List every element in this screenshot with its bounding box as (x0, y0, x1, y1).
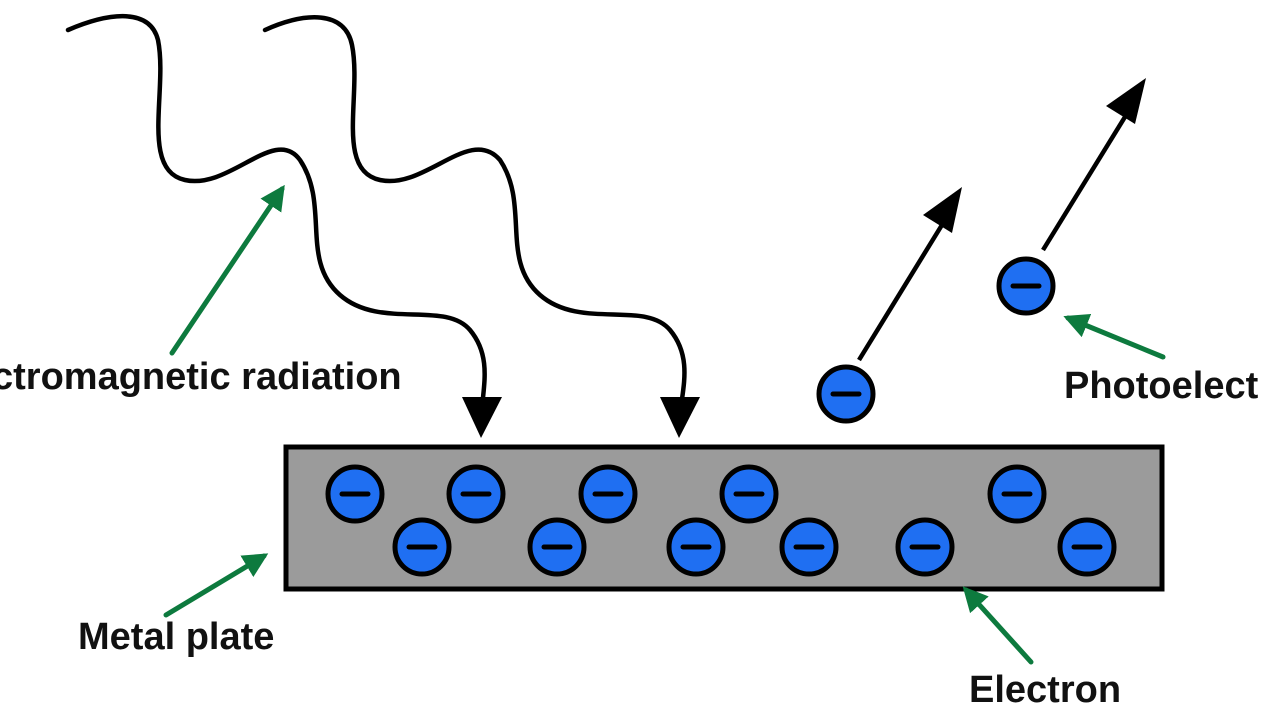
radiation-arrowhead-1 (462, 397, 502, 438)
radiation-wave-1 (65, 13, 487, 423)
electron-icon (666, 517, 726, 577)
radiation-arrowhead-2 (660, 397, 700, 438)
electron-icon (392, 517, 452, 577)
electron-pointer-arrow (962, 586, 1034, 665)
ejection-arrowhead-2 (1106, 78, 1146, 124)
radiation-wave-2 (262, 15, 687, 423)
electron-icon (446, 464, 506, 524)
ejected-electron-2 (996, 256, 1056, 316)
plate-pointer-arrow (163, 553, 269, 618)
photoelectron-label: Photoelect (1064, 365, 1259, 407)
ejection-arrowhead-1 (923, 187, 962, 233)
electron-icon (578, 464, 638, 524)
ejected-electron-1 (816, 364, 876, 424)
radiation-label: ctromagnetic radiation (0, 356, 402, 398)
electron-icon (779, 517, 839, 577)
electron-icon (325, 464, 385, 524)
electron-label: Electron (969, 669, 1121, 711)
electron-icon (527, 517, 587, 577)
metal-plate-label: Metal plate (78, 616, 274, 658)
electron-icon (987, 464, 1047, 524)
electron-icon (719, 464, 779, 524)
electron-icon (1057, 517, 1117, 577)
radiation-pointer-arrow (169, 184, 285, 356)
ejection-arrow-1 (857, 218, 947, 362)
plate-electrons (325, 464, 1117, 577)
photoelectron-pointer-arrow (1063, 314, 1166, 360)
electron-icon (895, 517, 955, 577)
ejection-arrow-2 (1041, 110, 1130, 252)
